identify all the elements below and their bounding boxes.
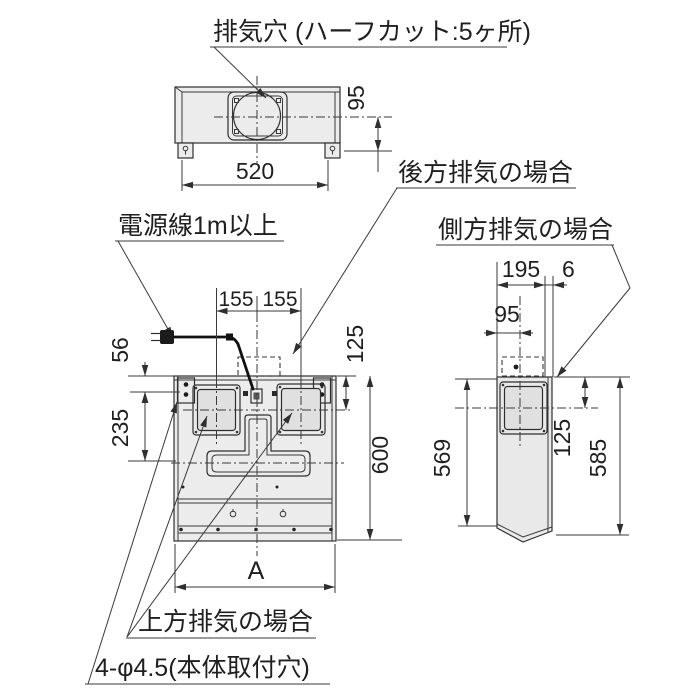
label-side-exhaust: 側方排気の場合 — [438, 216, 613, 244]
dim-95-side: 95 — [494, 301, 520, 327]
front-view-dimensions: 155 155 56 235 125 600 A — [107, 288, 402, 593]
embossed-channel — [206, 414, 311, 477]
dim-155-right: 155 — [262, 288, 297, 311]
side-duct-hidden — [501, 356, 544, 377]
callouts-lower: 上方排気の場合 4-φ4.5(本体取付穴) — [85, 401, 330, 685]
dim-6: 6 — [562, 256, 575, 282]
dim-155-left: 155 — [218, 288, 253, 311]
mounting-foot-right — [324, 142, 341, 159]
dim-95-top: 95 — [343, 85, 369, 111]
mounting-bracket-left — [176, 377, 196, 404]
callouts-upper: 排気穴 (ハーフカット:5ヶ所) 後方排気の場合 電源線1m以上 側方排気の場合 — [115, 18, 631, 378]
label-mounting-holes: 4-φ4.5(本体取付穴) — [95, 654, 310, 682]
dim-569: 569 — [429, 439, 455, 477]
knockout-screw-left — [243, 391, 248, 396]
dim-125-front: 125 — [342, 325, 368, 363]
label-rear-exhaust: 後方排気の場合 — [398, 159, 573, 187]
dim-235: 235 — [107, 409, 133, 447]
dim-56: 56 — [107, 337, 133, 363]
rear-exhaust-knockout — [237, 356, 281, 377]
dim-195: 195 — [502, 256, 540, 282]
label-power-cord: 電源線1m以上 — [118, 212, 278, 240]
side-view-dimensions: 195 6 95 125 569 585 — [429, 256, 630, 536]
side-view — [455, 296, 598, 543]
label-top-exhaust: 上方排気の場合 — [138, 608, 313, 636]
dim-A: A — [248, 557, 265, 585]
dim-600: 600 — [367, 436, 393, 474]
dim-520: 520 — [236, 158, 274, 184]
dim-585: 585 — [585, 439, 611, 477]
power-cord — [151, 330, 255, 391]
top-view-dimensions: 520 95 — [181, 85, 392, 191]
dim-125-side: 125 — [549, 419, 575, 457]
mounting-foot-left — [177, 142, 194, 159]
label-exhaust-hole: 排気穴 (ハーフカット:5ヶ所) — [213, 18, 531, 46]
front-view — [151, 296, 353, 556]
knockout-screw-right — [272, 391, 277, 396]
